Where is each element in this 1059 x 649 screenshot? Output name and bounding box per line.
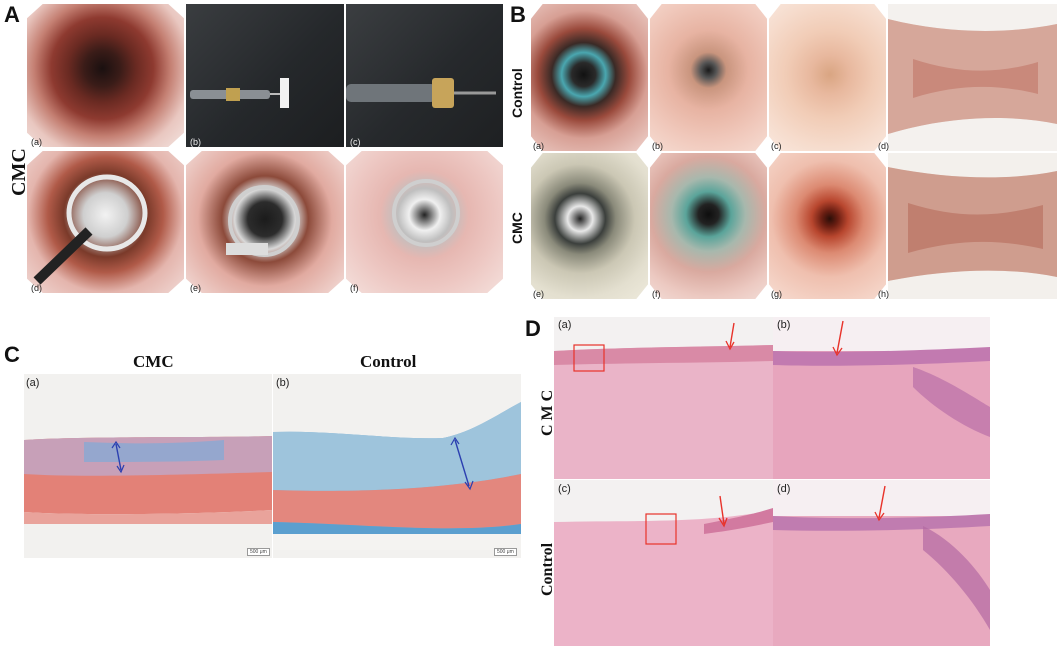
panel-b-image-b — [650, 4, 767, 151]
panel-b-row-label-cmc: CMC — [509, 212, 525, 244]
panel-d-sublabel-c: (c) — [558, 483, 571, 495]
he-a-drawing — [554, 322, 773, 479]
panel-c-header-cmc: CMC — [133, 352, 174, 371]
panel-d-sublabel-d: (d) — [777, 483, 791, 495]
panel-c-image-b — [273, 374, 521, 558]
panel-c-sublabel-a: (a) — [26, 377, 40, 389]
he-b-drawing — [773, 317, 990, 437]
panel-a-image-d — [27, 151, 184, 293]
panel-d-image-a — [554, 317, 773, 479]
panel-a-sublabel-e: (e) — [190, 283, 201, 293]
panel-d-sublabel-b: (b) — [777, 319, 791, 331]
panel-b-sublabel-d: (d) — [878, 141, 889, 151]
panel-b-sublabel-a: (a) — [533, 141, 544, 151]
he-c-drawing — [554, 495, 773, 646]
panel-a-letter: A — [4, 2, 20, 27]
panel-b-sublabel-h: (h) — [878, 289, 889, 299]
panel-d-letter: D — [525, 316, 541, 341]
panel-a-sublabel-c: (c) — [350, 137, 361, 147]
panel-b-sublabel-b: (b) — [652, 141, 663, 151]
panel-a-image-e — [186, 151, 344, 293]
panel-c-scale-a: 500 μm — [247, 548, 270, 556]
panel-b-letter: B — [510, 2, 526, 27]
panel-d-image-d — [773, 480, 990, 646]
panel-b-image-f — [650, 153, 767, 299]
panel-a-image-a — [27, 4, 184, 147]
syringe-b-drawing — [190, 78, 289, 108]
panel-b-sublabel-c: (c) — [771, 141, 782, 151]
panel-b-sublabel-e: (e) — [533, 289, 544, 299]
panel-a-sublabel-a: (a) — [31, 137, 42, 147]
panel-c-scale-b: 500 μm — [494, 548, 517, 556]
panel-a-sublabel-f: (f) — [350, 283, 359, 293]
specimen-d-drawing — [888, 4, 1057, 151]
masson-b-drawing — [273, 402, 521, 550]
panel-c-image-a — [24, 374, 272, 558]
panel-d-image-b — [773, 317, 990, 479]
panel-b-image-a — [531, 4, 648, 151]
panel-b-row-label-control: Control — [509, 68, 525, 118]
panel-a-image-f — [346, 151, 503, 293]
panel-b-image-d — [888, 4, 1057, 151]
he-d-drawing — [773, 480, 990, 630]
syringe-c-drawing — [346, 78, 496, 108]
panel-a-sublabel-b: (b) — [190, 137, 201, 147]
panel-c-header-control: Control — [360, 352, 417, 371]
panel-c-letter: C — [4, 342, 20, 367]
panel-b-sublabel-f: (f) — [652, 289, 661, 299]
masson-a-drawing — [24, 436, 272, 524]
panel-b-image-g — [769, 153, 886, 299]
panel-c-sublabel-b: (b) — [276, 377, 290, 389]
specimen-h-drawing — [888, 153, 1057, 299]
panel-b-image-h — [888, 153, 1057, 299]
panel-a-image-b — [186, 4, 344, 147]
stent-e-drawing — [226, 185, 300, 257]
stent-d-drawing — [33, 174, 148, 285]
stent-f-drawing — [392, 179, 460, 247]
panel-d-sublabel-a: (a) — [558, 319, 572, 331]
panel-b-image-e — [531, 153, 648, 299]
panel-d-image-c — [554, 480, 773, 646]
panel-b-sublabel-g: (g) — [771, 289, 782, 299]
panel-b-image-c — [769, 4, 886, 151]
panel-a-sublabel-d: (d) — [31, 283, 42, 293]
panel-a-image-c — [346, 4, 503, 147]
